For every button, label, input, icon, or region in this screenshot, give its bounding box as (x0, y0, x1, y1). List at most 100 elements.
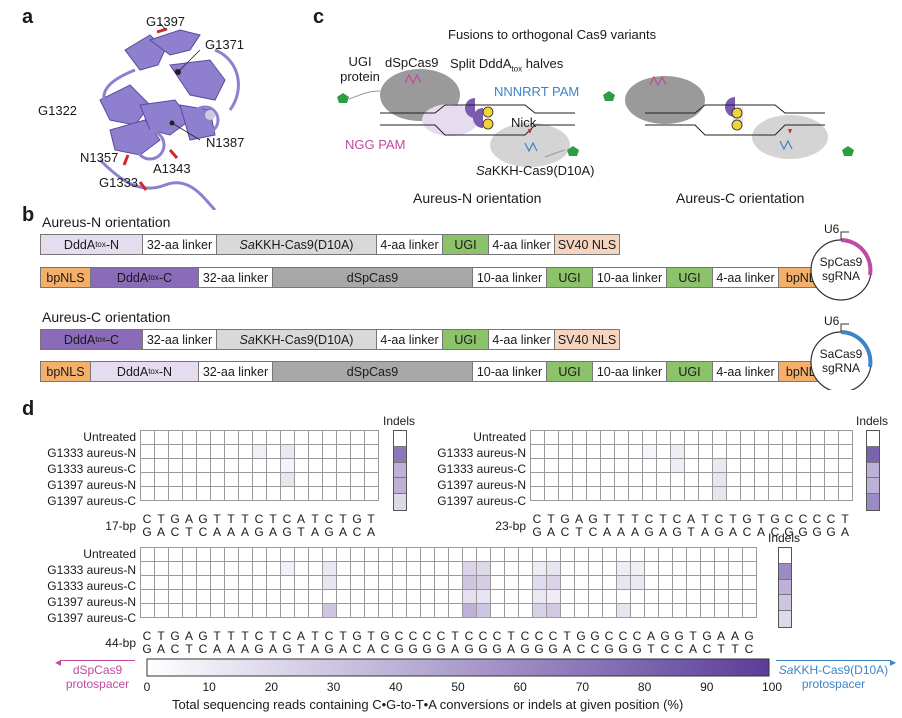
heatmap-cell (642, 430, 657, 445)
segment-sv40-nls: SV40 NLS (555, 330, 619, 349)
nucleotide: C (198, 525, 208, 539)
sakkh-label: SaKKH-Cas9(D10A) (476, 163, 595, 178)
heatmap-cell (280, 575, 295, 590)
heatmap-cell (154, 430, 169, 445)
heatmap-cell (154, 486, 169, 501)
bp-label: 23-bp (495, 519, 526, 533)
nucleotide: T (547, 512, 555, 526)
heatmap-cell (796, 486, 811, 501)
heatmap-cell (294, 589, 309, 604)
heatmap-cell (684, 458, 699, 473)
heatmap-cell (810, 472, 825, 487)
colorbar-tick-label: 20 (264, 680, 279, 694)
heatmap-row-label: G1397 aureus-C (47, 611, 136, 625)
nucleotide: T (841, 512, 849, 526)
heatmap-cell (686, 589, 701, 604)
nucleotide: G (380, 629, 390, 643)
heatmap-cell (574, 547, 589, 562)
heatmap-cell (280, 444, 295, 459)
heatmap-cell (714, 575, 729, 590)
heatmap-cell (642, 472, 657, 487)
heatmap-cell (238, 486, 253, 501)
heatmap-cell (280, 561, 295, 576)
heatmap-cell (672, 575, 687, 590)
heatmap-cell (294, 561, 309, 576)
heatmap-cell (600, 472, 615, 487)
heatmap-cell (210, 547, 225, 562)
heatmap-cell (728, 575, 743, 590)
heatmap-cell (434, 589, 449, 604)
nucleotide: A (366, 525, 375, 539)
heatmap-cell (364, 561, 379, 576)
nucleotide: C (254, 629, 264, 643)
heatmap-cell (810, 430, 825, 445)
heatmap-cell (350, 547, 365, 562)
indels-label: Indels (856, 414, 889, 428)
heatmap-cell (700, 561, 715, 576)
nucleotide: G (520, 642, 530, 656)
panel-label-c: c (313, 6, 325, 28)
heatmap-cell (726, 472, 741, 487)
colorbar (146, 658, 770, 677)
heatmap-cell (364, 603, 379, 618)
heatmap-cell (684, 430, 699, 445)
heatmap-cell (700, 575, 715, 590)
heatmap-cell (698, 444, 713, 459)
heatmap-cell (210, 589, 225, 604)
nucleotide: C (644, 512, 654, 526)
heatmap-cell (714, 547, 729, 562)
heatmap-cell (628, 444, 643, 459)
heatmap-cell (670, 430, 685, 445)
heatmap-cell (364, 458, 379, 473)
heatmap-cell (308, 472, 323, 487)
segment-ugi: UGI (547, 362, 593, 381)
heatmap-cell (322, 458, 337, 473)
heatmap-cell (182, 458, 197, 473)
nucleotide: T (631, 512, 639, 526)
nucleotide: C (142, 512, 152, 526)
heatmap-cell (406, 589, 421, 604)
nucleotide: C (352, 525, 362, 539)
heatmap-cell (322, 547, 337, 562)
heatmap-cell (238, 547, 253, 562)
heatmap-cell (182, 561, 197, 576)
heatmap-cell (628, 486, 643, 501)
heatmap-cell (238, 589, 253, 604)
heatmap-cell (322, 430, 337, 445)
heatmap-cell (644, 603, 659, 618)
heatmap-cell (308, 561, 323, 576)
heatmap-cell (490, 589, 505, 604)
nucleotide: G (702, 629, 712, 643)
heatmap-cell (448, 575, 463, 590)
nucleotide: A (156, 642, 165, 656)
heatmap-cell (656, 486, 671, 501)
nucleotide: T (689, 629, 697, 643)
spcas9-sgrna-label: SpCas9 sgRNA (819, 255, 863, 283)
heatmap-cell (544, 486, 559, 501)
heatmap-cell (742, 547, 757, 562)
heatmap-cell (544, 472, 559, 487)
heatmap-cell (824, 472, 839, 487)
nucleotide: G (674, 629, 684, 643)
heatmap-cell (448, 603, 463, 618)
heatmap-cell (616, 603, 631, 618)
heatmap-cell (420, 603, 435, 618)
heatmap-cell (588, 603, 603, 618)
heatmap-cell (630, 561, 645, 576)
indel-cell (867, 431, 879, 447)
nucleotide: C (394, 629, 404, 643)
heatmap-cell (252, 547, 267, 562)
heatmap-cell (532, 589, 547, 604)
heatmap-cell (154, 444, 169, 459)
heatmap-cell (168, 458, 183, 473)
heatmap-cell (686, 547, 701, 562)
heatmap-cell (168, 486, 183, 501)
heatmap-cell (824, 430, 839, 445)
nucleotide: G (618, 642, 628, 656)
heatmap-cell (280, 547, 295, 562)
sacas9-sgrna-label: SaCas9 sgRNA (819, 347, 863, 375)
heatmap-cell (614, 430, 629, 445)
heatmap-cell (558, 444, 573, 459)
